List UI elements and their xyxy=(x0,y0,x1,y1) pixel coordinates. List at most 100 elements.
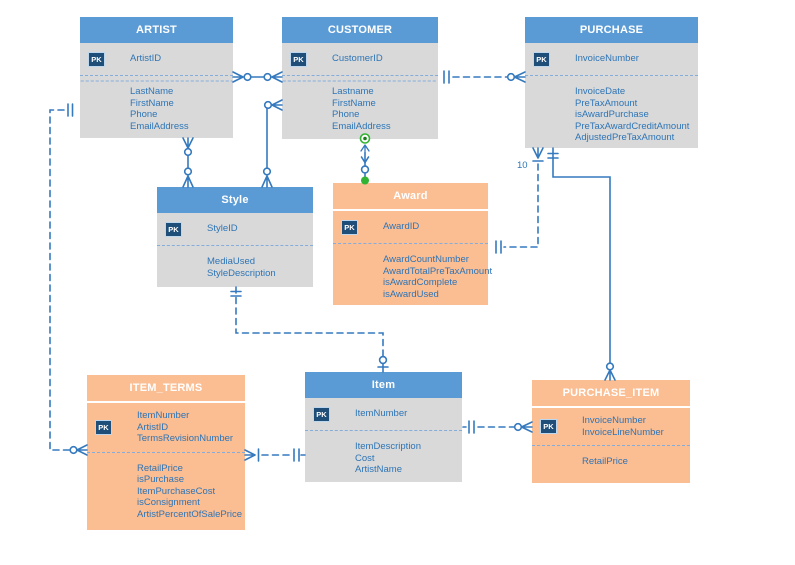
entity-purchase-header[interactable]: PURCHASE xyxy=(525,17,698,43)
pk-badge: PK xyxy=(341,219,358,235)
field-label: InvoiceLineNumber xyxy=(582,426,664,438)
relationship-item-purchase-item[interactable] xyxy=(462,420,533,434)
entity-title: ITEM_TERMS xyxy=(129,382,203,394)
pk-badge: PK xyxy=(95,419,112,435)
field-label: FirstName xyxy=(130,97,174,109)
field-label: ArtistID xyxy=(137,421,169,433)
field-label: Cost xyxy=(355,452,375,464)
field-label: TermsRevisionNumber xyxy=(137,433,234,444)
field-label: StyleID xyxy=(207,223,238,235)
entity-item-terms-header[interactable]: ITEM_TERMS xyxy=(87,375,245,403)
field-label: EmailAddress xyxy=(130,120,189,132)
attribute-separator xyxy=(157,245,313,246)
field-label: InvoiceDate xyxy=(575,86,626,97)
relationship-customer-purchase[interactable] xyxy=(443,70,526,84)
field-label: isAwardUsed xyxy=(383,288,439,300)
pk-badge: PK xyxy=(313,406,330,422)
relationship-artist-item-terms[interactable] xyxy=(49,103,88,456)
pk-field-list: StyleID xyxy=(207,223,238,235)
field-label: ItemNumber xyxy=(355,408,408,420)
attribute-separator xyxy=(305,430,462,431)
attribute-separator xyxy=(532,445,690,446)
pk-badge: PK xyxy=(165,221,182,237)
field-label: AdjustedPreTaxAmount xyxy=(575,132,675,143)
field-label: LastName xyxy=(130,86,174,97)
relationship-award-purchase[interactable]: 10 xyxy=(495,147,544,254)
attribute-separator xyxy=(525,75,698,76)
entity-title: CUSTOMER xyxy=(327,24,393,36)
field-label: PreTaxAwardCreditAmount xyxy=(575,120,690,132)
field-list: RetailPrice xyxy=(532,456,690,468)
field-label: ArtistPercentOfSalePrice xyxy=(137,508,243,520)
relationship-purchase-purchase-item[interactable] xyxy=(547,147,616,381)
field-label: isPurchase xyxy=(137,474,184,485)
attribute-separator xyxy=(282,75,438,76)
entity-style-header[interactable]: Style xyxy=(157,187,313,213)
pk-badge: PK xyxy=(88,51,105,67)
entity-title: ARTIST xyxy=(136,24,177,36)
field-label: InvoiceNumber xyxy=(575,53,639,65)
field-label: ItemNumber xyxy=(137,410,190,421)
entity-title: Style xyxy=(221,194,249,206)
field-label: CustomerID xyxy=(332,53,383,65)
field-label: ArtistID xyxy=(130,53,162,65)
field-label: MediaUsed xyxy=(207,256,256,267)
entity-title: Item xyxy=(371,379,396,391)
field-label: ItemPurchaseCost xyxy=(137,485,216,497)
pk-badge: PK xyxy=(533,51,550,67)
pk-section: PK InvoiceNumber xyxy=(525,50,698,68)
pk-section: PK CustomerID xyxy=(282,50,438,68)
field-label: isAwardComplete xyxy=(383,277,458,288)
field-label: RetailPrice xyxy=(137,462,183,474)
pk-badge: PK xyxy=(540,419,557,434)
relationship-artist-style[interactable] xyxy=(182,137,194,188)
field-label: InvoiceNumber xyxy=(582,415,646,426)
pk-field-list: CustomerID xyxy=(332,53,383,65)
field-label: StyleDescription xyxy=(207,267,276,279)
relationship-customer-award-selected[interactable] xyxy=(359,133,371,185)
entity-artist-header[interactable]: ARTIST xyxy=(80,17,233,43)
relationship-item-terms-item[interactable] xyxy=(244,448,306,462)
relationship-artist-customer[interactable] xyxy=(232,71,283,83)
field-label: Phone xyxy=(130,109,158,120)
field-label: PreTaxAmount xyxy=(575,97,638,109)
entity-customer-header[interactable]: CUSTOMER xyxy=(282,17,438,43)
pk-section: PK AwardID xyxy=(333,218,488,236)
pk-field-list: ArtistID xyxy=(130,53,161,65)
field-label: RetailPrice xyxy=(582,456,628,467)
entity-item-header[interactable]: Item xyxy=(305,372,462,398)
relationship-customer-style[interactable] xyxy=(261,99,283,188)
entity-award-header[interactable]: Award xyxy=(333,183,488,211)
field-label: AwardCountNumber xyxy=(383,254,469,265)
field-label: EmailAddress xyxy=(332,120,391,132)
pk-section: PK ArtistID xyxy=(80,50,233,68)
entity-purchase-item-header[interactable]: PURCHASE_ITEM xyxy=(532,380,690,408)
pk-field-list: ItemNumber xyxy=(355,408,407,420)
field-label: isConsignment xyxy=(137,497,200,508)
